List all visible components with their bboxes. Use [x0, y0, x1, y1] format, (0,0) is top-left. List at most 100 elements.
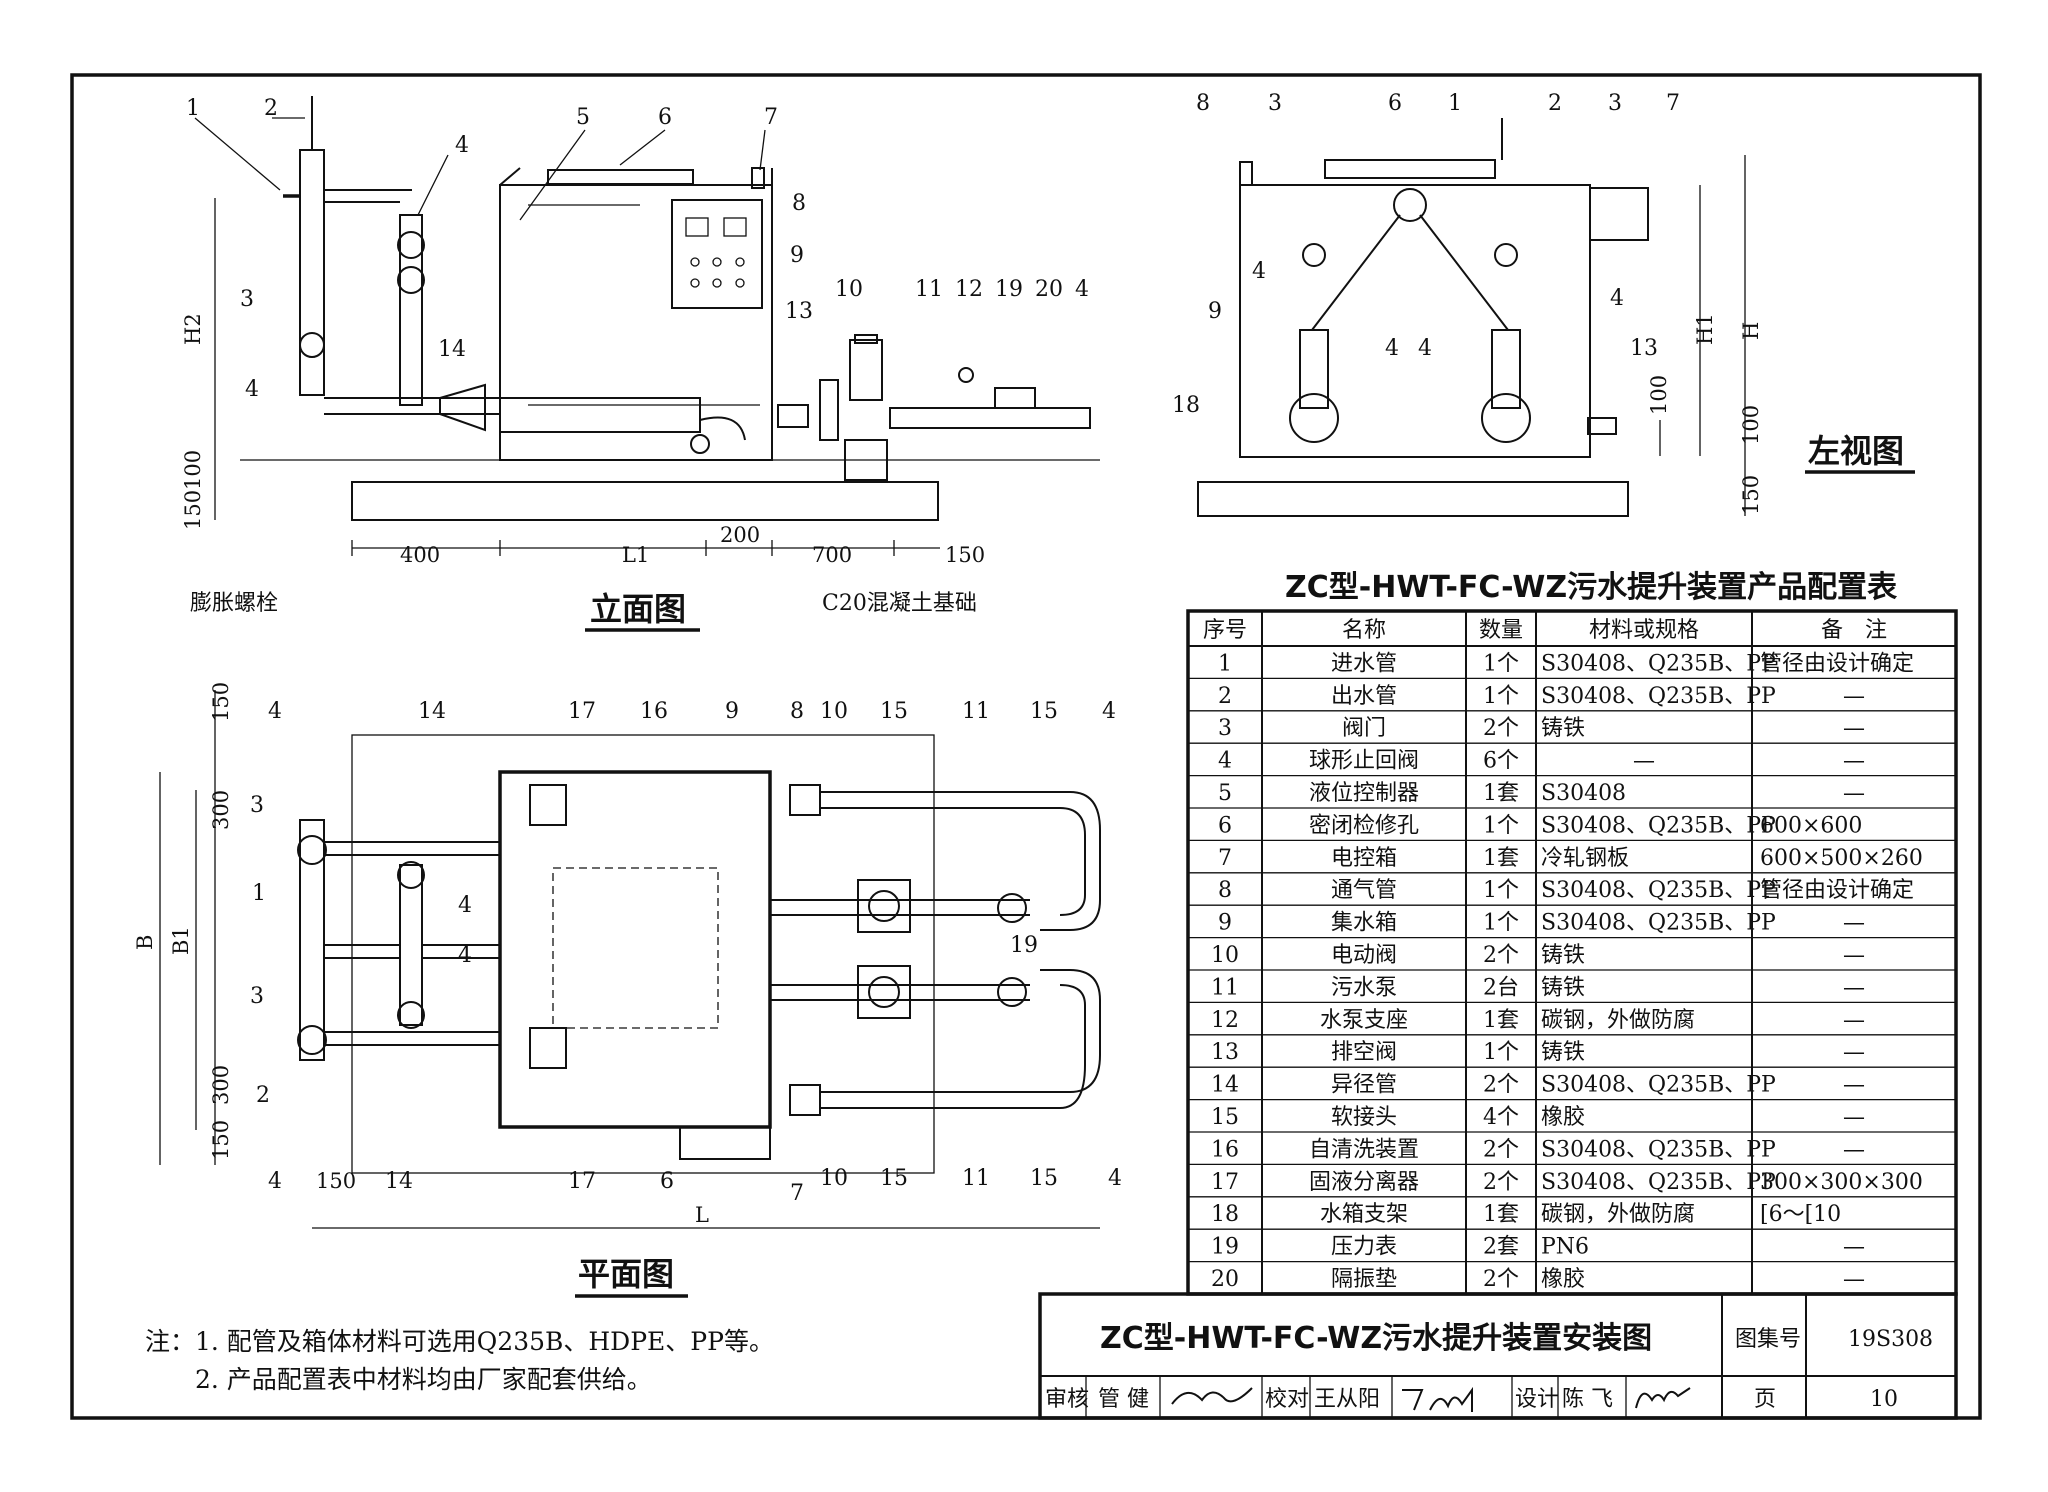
table-cell: — [1843, 1073, 1865, 1098]
designer-name: 陈 飞 [1562, 1387, 1613, 1412]
page-number: 10 [1870, 1387, 1898, 1412]
table-cell: S30408、Q235B、PP [1541, 684, 1776, 709]
table-cell: 1个 [1483, 813, 1519, 838]
table-cell: — [1633, 749, 1655, 774]
table-cell: 球形止回阀 [1309, 749, 1419, 774]
dim-100b: 100 [1739, 405, 1763, 445]
header-remark: 备 注 [1821, 618, 1887, 643]
table-cell: 2个 [1483, 1073, 1519, 1098]
callout: 4 [1610, 286, 1624, 311]
table-cell: S30408、Q235B、PP [1541, 878, 1776, 903]
callout: 5 [576, 105, 590, 130]
table-cell: 进水管 [1331, 651, 1397, 676]
table-cell: 污水泵 [1331, 975, 1397, 1000]
table-cell: 隔振垫 [1331, 1267, 1397, 1292]
table-cell: 电动阀 [1331, 943, 1397, 968]
collection-tank [499, 184, 773, 461]
dim-300: 300 [209, 790, 233, 830]
table-cell: S30408、Q235B、PP [1541, 1073, 1776, 1098]
table-cell: 通气管 [1331, 878, 1397, 903]
header-material: 材料或规格 [1589, 618, 1699, 643]
table-cell: 2个 [1483, 943, 1519, 968]
callout: 3 [250, 793, 264, 818]
table-cell: 管径由设计确定 [1760, 651, 1914, 676]
table-cell: 1套 [1483, 846, 1519, 871]
dim-l1: L1 [622, 543, 649, 567]
callout: 2 [1548, 91, 1562, 116]
dim-150c: 150 [316, 1169, 356, 1193]
table-cell: [6～[10 [1760, 1202, 1841, 1227]
table-cell: S30408、Q235B、PP [1541, 911, 1776, 936]
plan-view: 4 14 17 16 9 8 10 15 11 15 4 3 1 3 2 4 4… [133, 682, 1122, 1298]
elevation-view: 1 2 3 4 4 5 6 7 8 9 10 11 12 19 20 4 13 … [181, 96, 1100, 632]
callout: 3 [1608, 91, 1622, 116]
table-cell: 1个 [1483, 684, 1519, 709]
header-index: 序号 [1203, 618, 1247, 643]
table-cell: S30408、Q235B、PP [1541, 1137, 1776, 1162]
callout: 11 [915, 277, 943, 302]
table-cell: 水箱支架 [1320, 1202, 1408, 1227]
table-cell: 固液分离器 [1309, 1170, 1419, 1195]
callout: 15 [1030, 699, 1058, 724]
table-cell: 3 [1218, 716, 1232, 741]
table-cell: 橡胶 [1541, 1105, 1585, 1130]
table-cell: — [1843, 749, 1865, 774]
table-cell: PN6 [1541, 1235, 1589, 1260]
table-cell: 11 [1211, 975, 1239, 1000]
callout: 4 [1102, 699, 1116, 724]
dim-150b: 150 [945, 543, 985, 567]
table-cell: 2个 [1483, 1267, 1519, 1292]
callout: 4 [458, 943, 472, 968]
table-cell: — [1843, 1008, 1865, 1033]
dim-150: 150 [181, 490, 205, 530]
table-title: ZC型-HWT-FC-WZ污水提升装置产品配置表 [1285, 570, 1897, 605]
dim-100a: 100 [1647, 375, 1671, 415]
callout: 9 [790, 243, 804, 268]
callout: 4 [1108, 1166, 1122, 1191]
table-cell: 12 [1211, 1008, 1239, 1033]
callout: 16 [640, 699, 668, 724]
table-cell: 1套 [1483, 1008, 1519, 1033]
table-cell: S30408、Q235B、PP [1541, 813, 1776, 838]
table-cell: 2个 [1483, 716, 1519, 741]
table-cell: 9 [1218, 911, 1232, 936]
table-cell: — [1843, 1137, 1865, 1162]
check-valve-riser [399, 214, 423, 406]
dim-b: B [133, 935, 157, 950]
callout: 6 [660, 1169, 674, 1194]
table-cell: 碳钢，外做防腐 [1541, 1202, 1695, 1227]
callout: 4 [455, 133, 469, 158]
plan-pump-1 [857, 879, 911, 933]
table-cell: — [1843, 716, 1865, 741]
table-cell: 600×600 [1760, 813, 1862, 838]
control-box [671, 199, 763, 309]
callout: 4 [1075, 277, 1089, 302]
drawing-title: ZC型-HWT-FC-WZ污水提升装置安装图 [1100, 1321, 1652, 1356]
table-cell: 6 [1218, 813, 1232, 838]
callout: 12 [955, 277, 983, 302]
elevation-title: 立面图 [590, 590, 686, 628]
review-label: 审核 [1045, 1387, 1089, 1412]
side-control-box [1589, 187, 1649, 241]
table-cell: 8 [1218, 878, 1232, 903]
dim-700: 700 [812, 543, 852, 567]
callout: 1 [1448, 91, 1462, 116]
plan-hatch [552, 867, 719, 1029]
table-cell: 17 [1211, 1170, 1239, 1195]
callout: 14 [418, 699, 446, 724]
label-expansion-bolt: 膨胀螺栓 [190, 591, 278, 616]
table-cell: 自清洗装置 [1309, 1137, 1419, 1162]
side-pump [1393, 188, 1427, 222]
table-cell: 冷轧钢板 [1541, 846, 1629, 871]
callout: 10 [835, 277, 863, 302]
table-cell: 液位控制器 [1309, 781, 1419, 806]
callout: 17 [568, 1169, 596, 1194]
table-cell: 1个 [1483, 651, 1519, 676]
callout: 15 [880, 1166, 908, 1191]
table-cell: 18 [1211, 1202, 1239, 1227]
table-cell: 6个 [1483, 749, 1519, 774]
dim-h2: H2 [181, 313, 205, 345]
callout: 19 [995, 277, 1023, 302]
